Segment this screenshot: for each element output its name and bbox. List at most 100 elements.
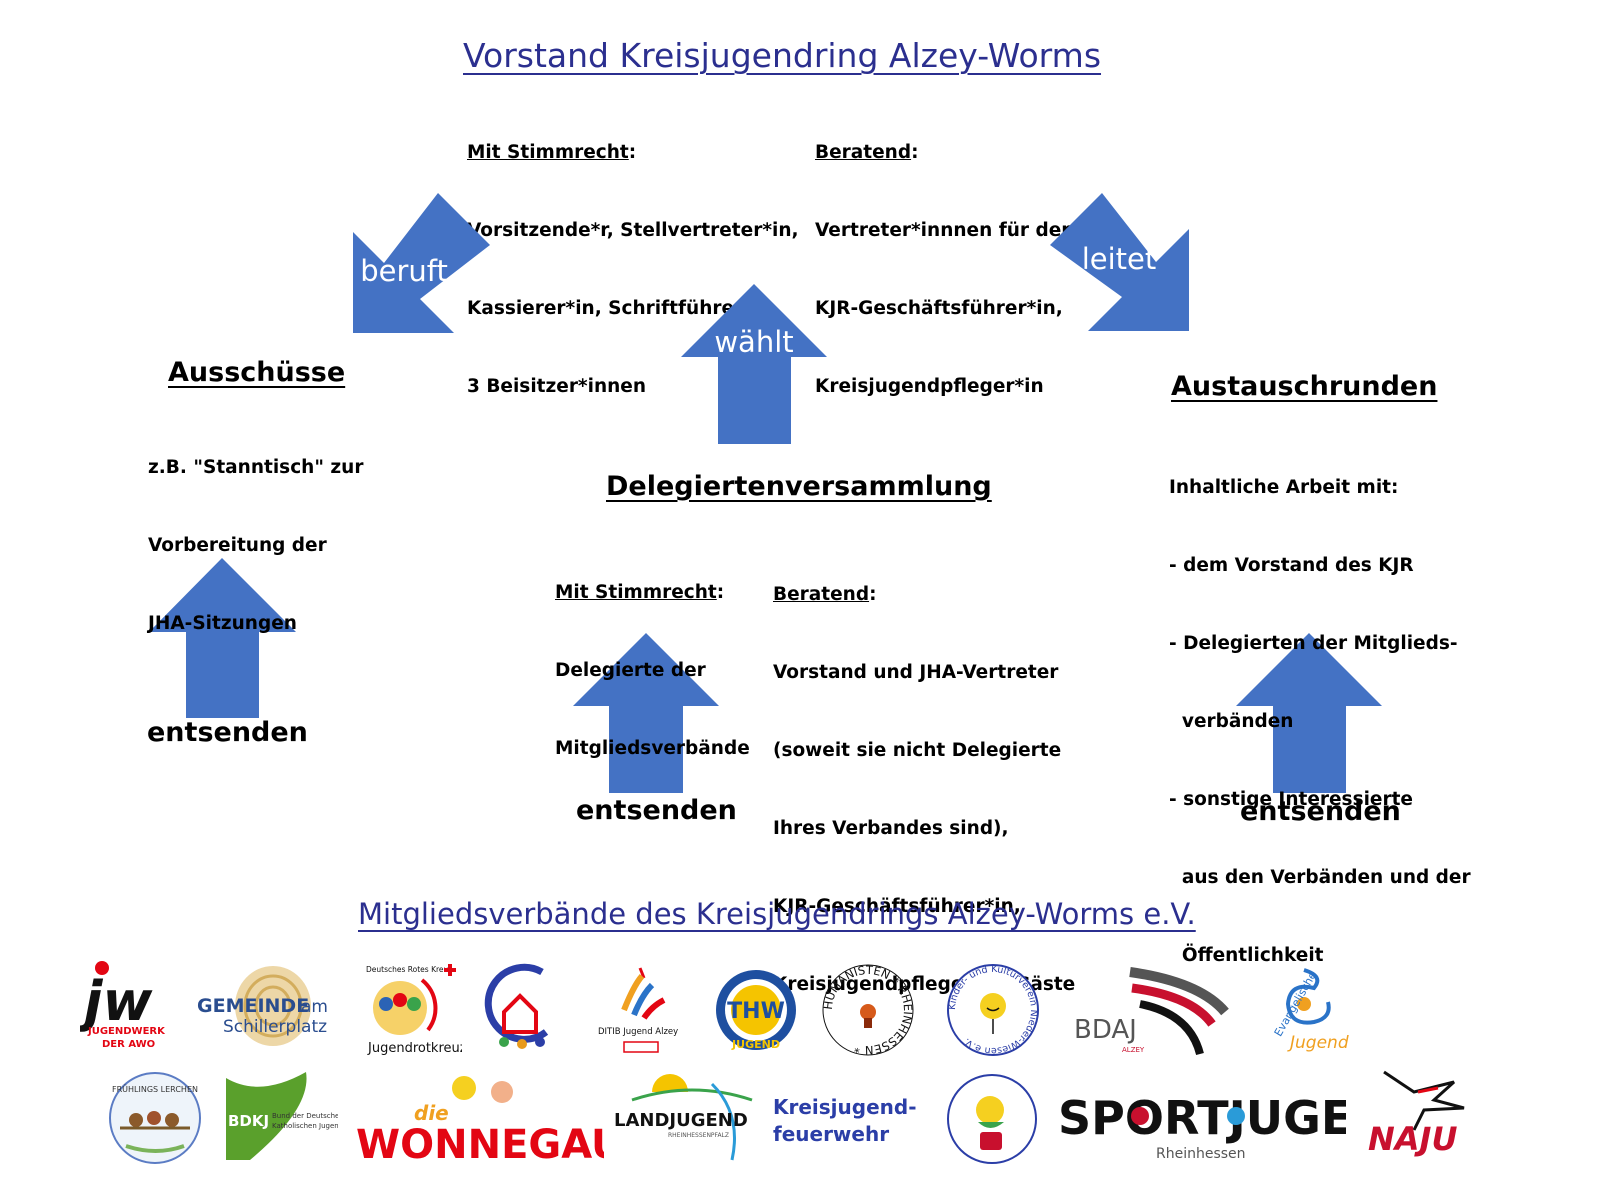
ditib-jugend-logo: DITIB Jugend Alzey xyxy=(594,960,684,1060)
delegierten-advisory-block: Beratend: Vorstand und JHA-Vertreter (so… xyxy=(773,530,1075,1024)
red-cross-icon xyxy=(444,964,456,976)
entsenden-arrow-center xyxy=(573,633,719,793)
sportjugend-logo: SPORTJUGEND Rheinhessen xyxy=(1056,1076,1429,1166)
delegierten-advisory-label: Beratend xyxy=(773,584,870,605)
parrot-icon xyxy=(976,1096,1004,1124)
bdaj-logo: BDAJ ALZEY xyxy=(1070,964,1230,1064)
wonnegauner-big: WONNEGAUNER xyxy=(356,1122,604,1168)
feuerwehr-line2: feuerwehr xyxy=(773,1122,890,1146)
austausch-line: aus den Verbänden und der xyxy=(1169,867,1471,888)
jw-line1: JUGENDWERK xyxy=(87,1026,166,1037)
entsenden-arrow-left xyxy=(149,558,296,718)
sun-face-icon xyxy=(980,993,1006,1019)
thw-letters: THW xyxy=(727,999,785,1024)
entsenden-label-left: entsenden xyxy=(147,717,308,748)
landjugend-logo: LANDJUGEND RHEINHESSENPFALZ xyxy=(612,1070,762,1166)
thw-jugend-logo: THW JUGEND xyxy=(710,966,802,1058)
drk-top-text: Deutsches Rotes Kreuz xyxy=(366,965,452,974)
landjugend-big: LANDJUGEND xyxy=(614,1110,748,1131)
austausch-line: - Delegierten der Mitglieds- xyxy=(1169,633,1458,654)
austausch-text: Inhaltliche Arbeit mit: - dem Vorstand d… xyxy=(1169,423,1471,995)
naju-text: NAJU xyxy=(1368,1120,1457,1158)
delegierten-voting-block: Mit Stimmrecht: Delegierte der Mitglieds… xyxy=(555,528,750,788)
beruft-arrow xyxy=(353,193,490,333)
jw-letters: jw xyxy=(80,970,154,1033)
feuerwehr-line1: Kreisjugend- xyxy=(773,1095,917,1119)
vorstand-voting-line: Vorsitzende*r, Stellvertreter*in, xyxy=(467,220,799,241)
bdkj-line1: Bund der Deutschen xyxy=(272,1112,338,1120)
entsenden-label-right: entsenden xyxy=(1240,796,1401,827)
jugendwerk-awo-logo: jw JUGENDWERK DER AWO xyxy=(77,958,180,1053)
child-face-icon xyxy=(452,1076,476,1100)
delegierten-advisory-line: KJR-Geschäftsführer*in, xyxy=(773,896,1021,917)
fruehlingslerchen-logo: FRÜHLINGS LERCHEN xyxy=(106,1070,204,1166)
feuerwehr-text: Kreisjugend- feuerwehr xyxy=(773,1094,917,1148)
spiral-icon xyxy=(1285,968,1331,1025)
landjugend-sun-icon xyxy=(652,1074,688,1092)
waehlt-arrow xyxy=(681,284,827,444)
kinder-kulturverein-logo: Kinder- und Kulturverein Nieder-Wiesen e… xyxy=(945,962,1041,1058)
delegierten-voting-line: Delegierte der xyxy=(555,660,706,681)
delegierten-advisory-line: (soweit sie nicht Delegierte xyxy=(773,740,1062,761)
thw-bottom: JUGEND xyxy=(731,1038,780,1051)
gemeinde-line1b: am xyxy=(301,997,328,1017)
austausch-line: Öffentlichkeit xyxy=(1169,945,1324,966)
round-badge-logo xyxy=(944,1070,1040,1168)
ausschuesse-line: JHA-Sitzungen xyxy=(148,613,297,634)
vorstand-advisory-label: Beratend xyxy=(815,142,912,163)
bdkj-abbr: BDKJ xyxy=(228,1112,269,1130)
bdkj-line2: Katholischen Jugend xyxy=(272,1122,338,1130)
house-icon xyxy=(502,993,538,1034)
beruft-arrow-label: beruft xyxy=(360,254,448,288)
jw-dot-icon xyxy=(95,961,109,975)
gemeinde-line2: Schillerplatz xyxy=(223,1017,327,1037)
wonnegauner-small: die xyxy=(414,1101,449,1125)
delegierten-heading: Delegiertenversammlung xyxy=(606,471,992,502)
leitet-arrow-label: leitet xyxy=(1082,242,1157,276)
drk-bottom-text: Jugendrotkreuz xyxy=(367,1041,462,1056)
austausch-line: verbänden xyxy=(1169,711,1294,732)
austausch-heading: Austauschrunden xyxy=(1171,371,1438,402)
jw-line2: DER AWO xyxy=(102,1039,155,1050)
sportjugend-sub: Rheinhessen xyxy=(1156,1146,1246,1162)
waehlt-arrow-label: wählt xyxy=(714,325,793,359)
lerchen-text: FRÜHLINGS LERCHEN xyxy=(112,1084,198,1094)
ball-icon xyxy=(1131,1107,1149,1125)
members-title: Mitgliedsverbände des Kreisjugendrings A… xyxy=(358,897,1196,931)
wonnegauner-logo: die WONNEGAUNER xyxy=(354,1068,715,1168)
ring-icon xyxy=(484,963,549,1043)
vorstand-voting-line: 3 Beisitzer*innen xyxy=(467,376,647,397)
ditib-swoosh-icon xyxy=(621,974,645,1012)
ditib-text: DITIB Jugend Alzey xyxy=(598,1027,678,1037)
leitet-arrow xyxy=(1050,193,1189,331)
landjugend-sub: RHEINHESSENPFALZ xyxy=(668,1132,729,1139)
ev-line2: Jugend xyxy=(1287,1033,1349,1053)
vorstand-advisory-line: KJR-Geschäftsführer*in, xyxy=(815,298,1063,319)
ausschuesse-heading: Ausschüsse xyxy=(168,357,346,388)
bdkj-logo: BDKJ Bund der Deutschen Katholischen Jug… xyxy=(220,1068,344,1166)
humanisten-rheinhessen-logo: HUMANISTEN * RHEINHESSEN * xyxy=(820,962,916,1058)
bird-icon xyxy=(129,1113,143,1127)
entsenden-label-center: entsenden xyxy=(576,795,737,826)
house-family-logo xyxy=(482,962,560,1054)
ausschuesse-line: z.B. "Stanntisch" zur xyxy=(148,457,364,478)
austausch-line: - sonstige Interessierte xyxy=(1169,789,1413,810)
delegierten-voting-line: Mitgliedsverbände xyxy=(555,738,750,759)
sportjugend-big: SPORTJUGEND xyxy=(1058,1091,1346,1145)
shield-icon xyxy=(980,1132,1002,1150)
austausch-line: Inhaltliche Arbeit mit: xyxy=(1169,477,1399,498)
ausschuesse-line: Vorbereitung der xyxy=(148,535,327,556)
gemeinde-schillerplatz-logo: GEMEINDE am Schillerplatz xyxy=(195,962,335,1052)
delegierten-advisory-line: Ihres Verbandes sind), xyxy=(773,818,1009,839)
ev-line1: Evangelische xyxy=(1272,969,1320,1039)
bdaj-sub: ALZEY xyxy=(1122,1046,1145,1054)
page-title: Vorstand Kreisjugendring Alzey-Worms xyxy=(463,36,1102,75)
bdkj-shape-icon xyxy=(226,1072,307,1160)
delegierten-voting-label: Mit Stimmrecht xyxy=(555,582,717,603)
stork-icon xyxy=(1383,1070,1465,1131)
ausschuesse-text: z.B. "Stanntisch" zur Vorbereitung der J… xyxy=(148,403,363,663)
evangelische-jugend-logo: Evangelische Jugend xyxy=(1256,962,1356,1058)
bdaj-text: BDAJ xyxy=(1074,1015,1137,1045)
gemeinde-line1: GEMEINDE xyxy=(197,995,309,1017)
